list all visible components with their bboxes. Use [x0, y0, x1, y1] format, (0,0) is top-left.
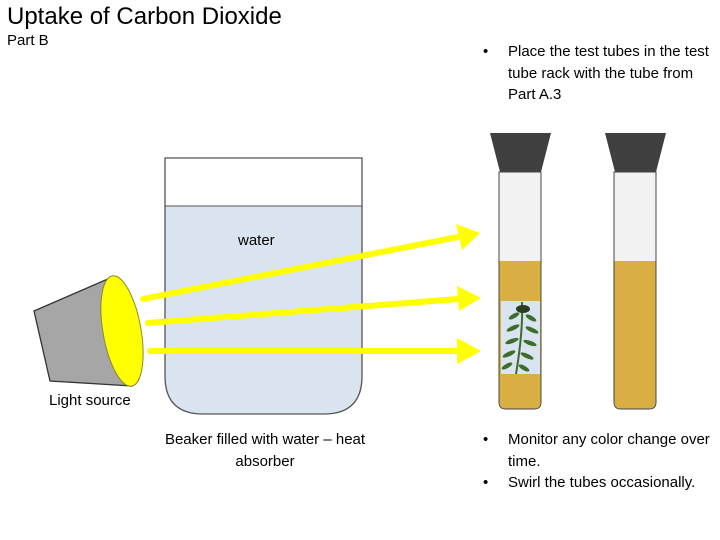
page-title: Uptake of Carbon Dioxide [7, 3, 282, 30]
water-label: water [238, 232, 275, 249]
tube-stopper [490, 133, 551, 172]
light-beams [140, 224, 481, 364]
elodea-plant [501, 301, 539, 375]
instruction-text: Place the test tubes in the test tube ra… [508, 43, 709, 103]
instruction-text: Monitor any color change over time. [508, 431, 710, 470]
bullet-dot: • [483, 43, 489, 60]
control-test-tube [605, 133, 666, 410]
lamp-face [100, 275, 144, 387]
page-subtitle: Part B [7, 32, 49, 49]
tube-liquid [614, 261, 656, 409]
light-beam-arrow [147, 338, 481, 364]
instruction-text: Swirl the tubes occasionally. [508, 474, 696, 491]
light-source-lamp [33, 275, 144, 387]
instructions-top: • Place the test tubes in the test tube … [481, 41, 716, 106]
tube-stopper [605, 133, 666, 172]
light-beam-arrow [140, 224, 480, 302]
bullet-dot: • [483, 474, 489, 491]
instruction-item: • Swirl the tubes occasionally. [481, 472, 720, 494]
light-source-label: Light source [49, 392, 131, 409]
beaker-outline [164, 157, 363, 415]
beaker-label: Beaker filled with water – heat absorber [164, 431, 366, 470]
instruction-item: • Monitor any color change over time. [481, 429, 720, 472]
instructions-bottom: • Monitor any color change over time. • … [481, 429, 720, 494]
light-beam-arrow [145, 286, 481, 326]
instruction-item: • Place the test tubes in the test tube … [481, 41, 716, 106]
bullet-dot: • [483, 431, 489, 448]
test-tube-with-plant [490, 133, 551, 410]
